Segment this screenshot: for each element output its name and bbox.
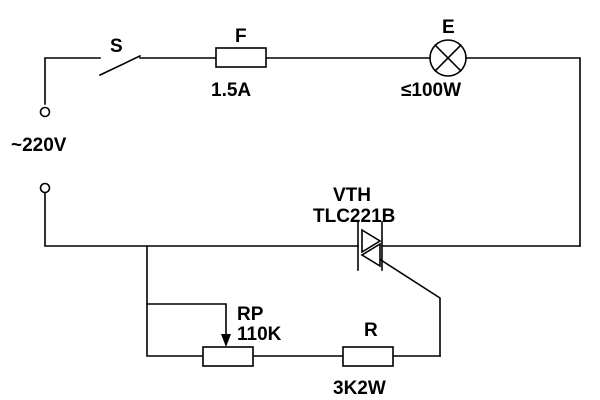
potentiometer-value: 110K [237,324,282,345]
thyristor-label: VTH [333,185,371,206]
fuse-label: F [235,26,247,47]
thyristor-vth [357,221,441,357]
top-wire [44,57,581,247]
lamp-label: E [442,17,455,38]
bottom-wire [44,192,581,247]
trigger-wire [146,245,441,357]
lamp-rating: ≤100W [401,80,461,101]
potentiometer-rp [202,334,254,367]
resistor-r [342,346,394,367]
thyristor-model: TLC221B [313,206,395,227]
resistor-label: R [364,320,378,341]
fuse-rating: 1.5A [211,80,251,101]
lamp-e [429,39,467,77]
potentiometer-label: RP [237,304,264,325]
fuse-f [215,47,267,68]
resistor-value: 3K2W [333,378,386,399]
switch-label: S [110,36,123,57]
switch-s [98,54,142,77]
supply-label: ~220V [11,135,67,156]
